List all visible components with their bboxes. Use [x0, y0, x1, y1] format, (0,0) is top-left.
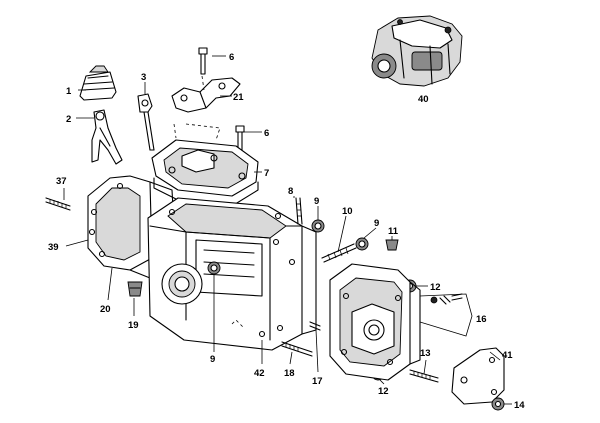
plug-11 [385, 239, 399, 251]
callout-6-top: 6 [229, 52, 234, 63]
callout-19: 19 [128, 320, 139, 331]
callout-3: 3 [141, 72, 146, 83]
bolt-top [198, 47, 208, 75]
selector-fork [91, 109, 123, 165]
callout-6-cover: 6 [264, 128, 269, 139]
callout-20: 20 [100, 304, 111, 315]
callout-21: 21 [233, 92, 244, 103]
callout-41: 41 [502, 350, 513, 361]
bell-housing [87, 175, 179, 283]
seal-9-upper [311, 219, 325, 233]
callout-14: 14 [514, 400, 525, 411]
callout-17: 17 [312, 376, 323, 387]
callout-1: 1 [66, 86, 72, 97]
stud-8 [295, 197, 303, 225]
callout-13: 13 [420, 348, 431, 359]
callout-8: 8 [288, 186, 293, 197]
callout-7: 7 [264, 168, 269, 179]
callout-40: 40 [418, 94, 429, 105]
assembled-unit-thumbnail [371, 15, 463, 87]
callout-2: 2 [66, 114, 71, 125]
mounting-bracket [171, 77, 241, 113]
callout-37: 37 [56, 176, 67, 187]
callout-9-right: 9 [374, 218, 379, 229]
selector-rod [137, 93, 155, 151]
callout-12-upper: 12 [430, 282, 441, 293]
callout-10: 10 [342, 206, 353, 217]
callout-18: 18 [284, 368, 295, 379]
rubber-boot [79, 65, 117, 101]
callout-11: 11 [388, 226, 399, 237]
stud-18 [281, 341, 313, 357]
seal-9-right [355, 237, 369, 251]
pin-17 [309, 321, 321, 331]
rear-cover [329, 263, 421, 381]
gasket-41 [451, 347, 505, 405]
main-gearbox-casing [147, 197, 317, 351]
callout-12-lower: 12 [378, 386, 389, 397]
stud-37 [45, 197, 71, 211]
callout-9-upper: 9 [314, 196, 319, 207]
nut-14 [491, 397, 505, 411]
callout-16: 16 [476, 314, 487, 325]
plug-19 [127, 281, 143, 297]
callout-9-casing: 9 [210, 354, 215, 365]
top-cover [151, 139, 259, 207]
seal-9-casing [207, 261, 221, 275]
callout-39: 39 [48, 242, 59, 253]
callout-42: 42 [254, 368, 265, 379]
